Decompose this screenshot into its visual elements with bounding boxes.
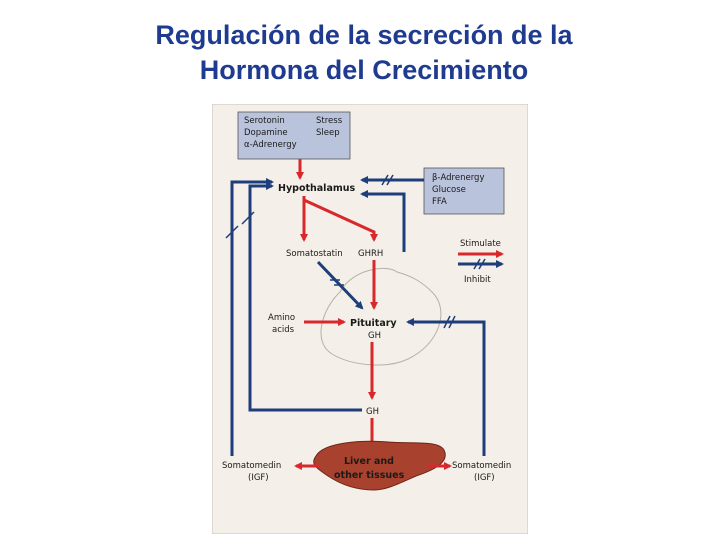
liver-label-line2: other tissues — [334, 470, 405, 481]
inhibit-somatomedin-right-loop — [406, 318, 486, 456]
inhibit-gh-feedback-loop — [248, 182, 362, 412]
somatomedin-left-label-line1: Somatomedin — [222, 461, 281, 471]
top-box-item-serotonin: Serotonin — [244, 116, 285, 126]
inhibit-mark-7 — [443, 315, 451, 329]
arrow-hypothalamus-to-ghrh — [303, 198, 378, 242]
hypothalamus-label: Hypothalamus — [278, 183, 356, 194]
legend-stimulate-label: Stimulate — [460, 239, 501, 249]
somatomedin-left-label-line2: (IGF) — [248, 473, 269, 483]
title-line-1: Regulación de la secreción de la — [155, 20, 573, 50]
inhibit-loop-right — [360, 190, 406, 252]
somatomedin-right-label-line2: (IGF) — [474, 473, 495, 483]
right-regulators-box — [423, 167, 505, 215]
liver-label-line1: Liver and — [344, 456, 394, 467]
inhibit-mark-5 — [225, 225, 239, 239]
inhibit-mark-6 — [241, 211, 255, 225]
amino-acids-label-line1: Amino — [268, 313, 295, 323]
right-box-item-beta-adrenergy: β-Adrenergy — [432, 173, 484, 183]
amino-acids-label-line2: acids — [272, 325, 295, 335]
pituitary-label: Pituitary — [350, 318, 397, 329]
legend-inhibit-label: Inhibit — [464, 275, 491, 285]
top-box-item-alpha-adrenergy: α-Adrenergy — [244, 140, 297, 150]
gh-label: GH — [366, 407, 379, 417]
somatomedin-right-label-line1: Somatomedin — [452, 461, 511, 471]
somatostatin-label: Somatostatin — [286, 249, 343, 259]
ghrh-label: GHRH — [358, 249, 383, 259]
slide-title: Regulación de la secreción de la Hormona… — [0, 18, 728, 88]
inhibit-mark-1 — [381, 174, 389, 186]
inhibit-mark-2 — [386, 174, 394, 186]
liver-shape — [313, 440, 446, 491]
top-box-item-sleep: Sleep — [316, 128, 340, 138]
right-box-item-ffa: FFA — [432, 197, 447, 207]
gh-regulation-diagram: Serotonin Dopamine α-Adrenergy Stress Sl… — [212, 104, 528, 534]
legend-inhibit-mark-2 — [478, 258, 486, 270]
pituitary-outline — [320, 268, 442, 366]
top-regulators-box — [237, 111, 351, 160]
inhibit-mark-8 — [448, 315, 456, 329]
title-line-2: Hormona del Crecimiento — [199, 55, 529, 85]
top-box-item-dopamine: Dopamine — [244, 128, 288, 138]
legend-inhibit-mark-1 — [473, 258, 481, 270]
top-box-item-stress: Stress — [316, 116, 343, 126]
pituitary-gh-label: GH — [368, 331, 381, 341]
right-box-item-glucose: Glucose — [432, 185, 466, 195]
inhibit-somatomedin-left-loop — [230, 178, 274, 456]
